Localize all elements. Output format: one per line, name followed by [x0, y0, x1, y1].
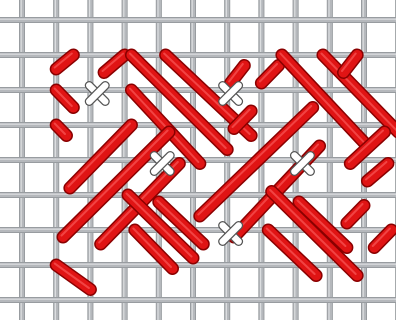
- white-cross-stitch: [223, 226, 239, 242]
- red-stitch: [55, 124, 67, 136]
- white-cross-stitch: [154, 156, 170, 172]
- white-cross-stitch: [89, 86, 105, 102]
- white-cross-stitch: [294, 156, 310, 172]
- white-cross-stitch: [223, 86, 239, 102]
